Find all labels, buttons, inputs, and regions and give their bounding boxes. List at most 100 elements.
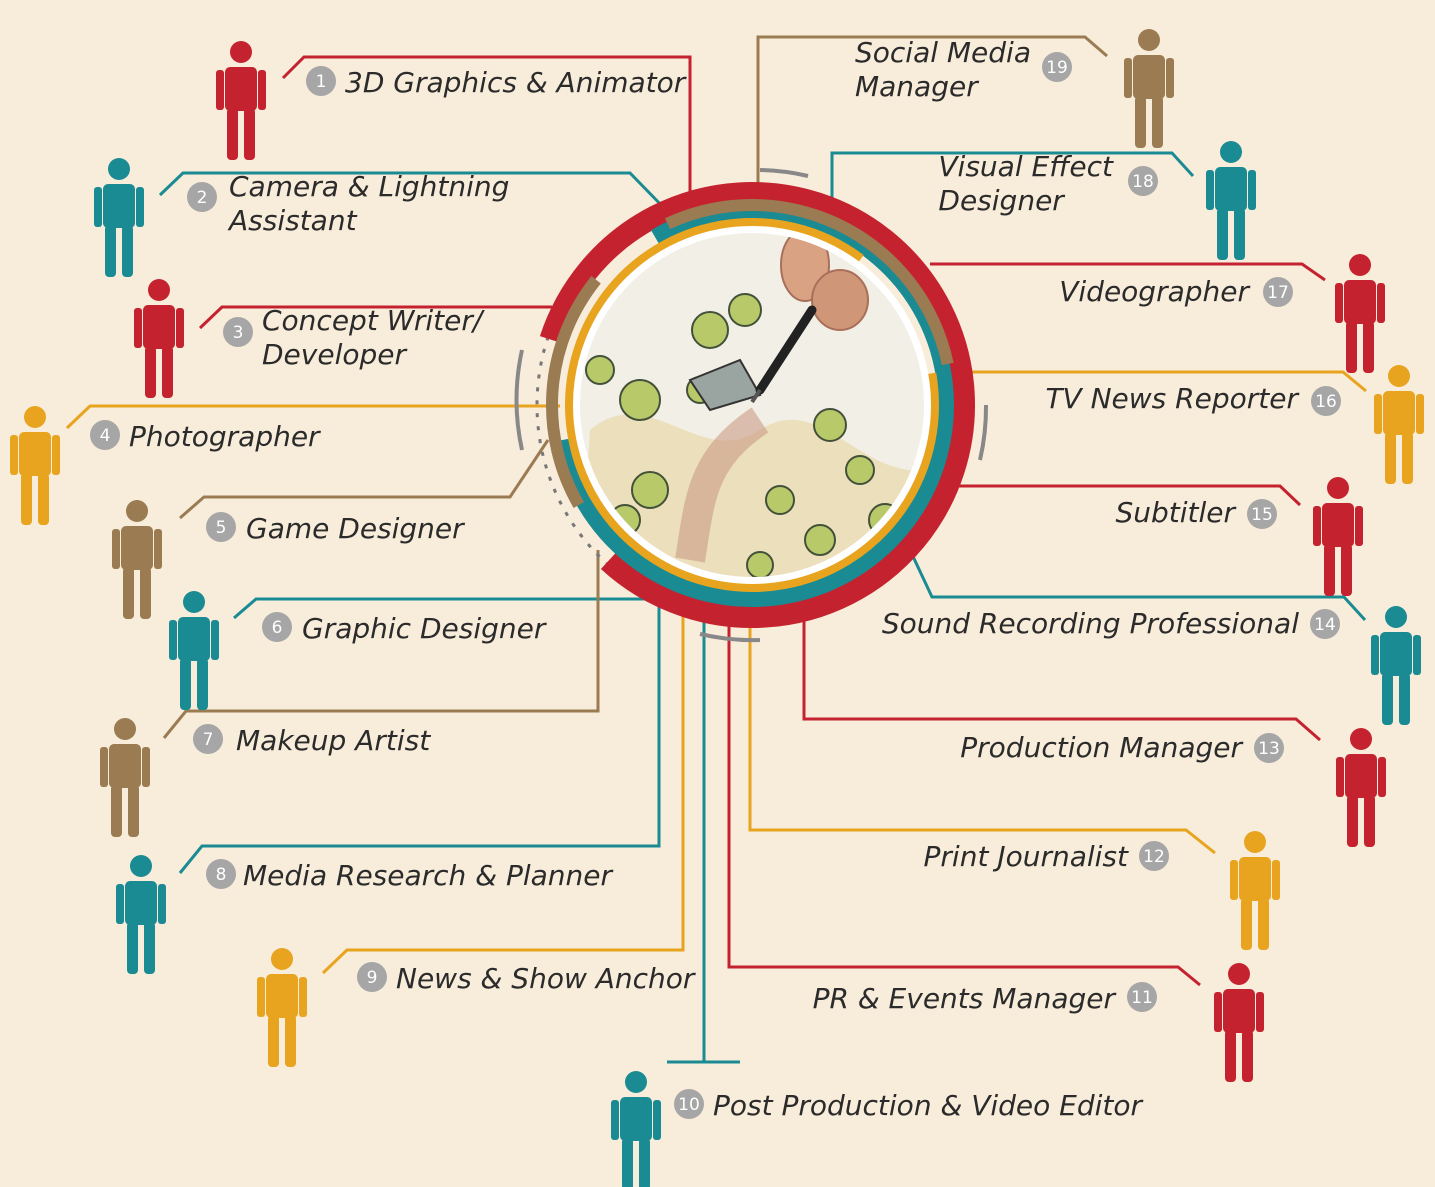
connector-line-10	[667, 600, 740, 1064]
number-badge: 6	[262, 612, 292, 642]
person-icon	[1336, 728, 1386, 847]
person-icon	[116, 855, 166, 974]
career-label-12: Print Journalist	[924, 840, 1129, 873]
connector-line-8	[178, 590, 661, 874]
connector-line-13	[802, 600, 1321, 742]
person-icon	[1214, 963, 1264, 1082]
number-badge: 15	[1247, 499, 1277, 529]
badge-number: 6	[272, 618, 283, 638]
person-icon	[257, 948, 307, 1067]
person-icon	[10, 406, 60, 525]
connector-line-11	[727, 600, 1201, 987]
number-badge: 4	[90, 420, 120, 450]
person-icon	[216, 41, 266, 160]
career-label-9: News & Show Anchor	[396, 962, 696, 995]
badge-number: 17	[1267, 283, 1289, 303]
career-label-8: Media Research & Planner	[243, 859, 613, 892]
badge-number: 3	[233, 323, 244, 343]
person-icon	[1374, 365, 1424, 484]
career-label-18: Visual Effect	[938, 150, 1114, 183]
person-icon	[1230, 831, 1280, 950]
person-icon	[1313, 477, 1363, 596]
badge-number: 16	[1315, 392, 1337, 412]
career-label-2: Assistant	[227, 204, 358, 237]
badge-number: 10	[678, 1095, 700, 1115]
connector-line-9	[321, 592, 685, 975]
badge-number: 2	[197, 188, 208, 208]
number-badge: 2	[187, 182, 217, 212]
person-icon	[1124, 29, 1174, 148]
connector-line-7	[162, 550, 600, 739]
career-label-19: Manager	[855, 70, 979, 103]
badge-number: 5	[216, 518, 227, 538]
number-badge: 5	[206, 512, 236, 542]
badge-number: 13	[1258, 739, 1280, 759]
person-icon	[1371, 606, 1421, 725]
career-label-19: Social Media	[855, 36, 1031, 69]
number-badge: 18	[1128, 166, 1158, 196]
connector-line-5	[179, 439, 550, 520]
person-icon	[100, 718, 150, 837]
career-label-4: Photographer	[129, 420, 321, 453]
connector-line-18	[830, 151, 1195, 210]
career-label-14: Sound Recording Professional	[882, 607, 1299, 640]
connector-line-2	[158, 171, 670, 214]
center-hub	[514, 168, 989, 643]
number-badge: 1	[306, 66, 336, 96]
badge-number: 19	[1046, 58, 1068, 78]
number-badge: 12	[1139, 841, 1169, 871]
number-badge: 14	[1310, 609, 1340, 639]
career-label-11: PR & Events Manager	[813, 982, 1117, 1015]
career-label-16: TV News Reporter	[1045, 382, 1299, 415]
person-icon	[1206, 141, 1256, 260]
connector-line-4	[65, 404, 560, 430]
number-badge: 9	[357, 962, 387, 992]
number-badge: 16	[1311, 386, 1341, 416]
badge-number: 18	[1132, 172, 1154, 192]
badge-number: 15	[1251, 505, 1273, 525]
sketch-drawing-photo	[580, 233, 924, 577]
connector-line-19	[756, 35, 1108, 200]
career-label-3: Concept Writer/	[262, 304, 485, 337]
badge-number: 1	[316, 72, 327, 92]
number-badge: 8	[206, 859, 236, 889]
number-badge: 19	[1042, 52, 1072, 82]
connector-line-1	[281, 55, 692, 192]
person-icon	[169, 591, 219, 710]
badge-number: 14	[1314, 615, 1336, 635]
connector-line-16	[945, 370, 1367, 393]
connector-lines	[65, 35, 1367, 1064]
number-badge: 13	[1254, 733, 1284, 763]
connector-line-12	[748, 600, 1216, 855]
connector-line-14	[908, 549, 1367, 622]
badge-number: 8	[216, 865, 227, 885]
career-label-7: Makeup Artist	[236, 724, 431, 757]
career-label-6: Graphic Designer	[302, 612, 547, 645]
person-icon	[112, 500, 162, 619]
person-icon	[611, 1071, 661, 1187]
career-label-5: Game Designer	[246, 512, 465, 545]
connector-line-17	[930, 262, 1326, 282]
career-label-3: Developer	[262, 338, 407, 371]
number-badge: 7	[193, 724, 223, 754]
connector-line-3	[198, 305, 552, 330]
number-badge: 3	[223, 317, 253, 347]
person-icon	[1335, 254, 1385, 373]
number-badge: 17	[1263, 277, 1293, 307]
badge-number: 11	[1131, 988, 1153, 1008]
person-icon	[134, 279, 184, 398]
badge-number: 4	[100, 426, 111, 446]
career-label-15: Subtitler	[1115, 496, 1236, 529]
career-label-1: 3D Graphics & Animator	[345, 66, 687, 99]
number-badge: 10	[674, 1089, 704, 1119]
badge-number: 12	[1143, 847, 1165, 867]
badge-number: 9	[367, 968, 378, 988]
person-icon	[94, 158, 144, 277]
career-label-2: Camera & Lightning	[229, 170, 509, 203]
career-label-18: Designer	[938, 184, 1065, 217]
career-label-10: Post Production & Video Editor	[713, 1089, 1144, 1122]
connector-line-6	[233, 597, 657, 620]
